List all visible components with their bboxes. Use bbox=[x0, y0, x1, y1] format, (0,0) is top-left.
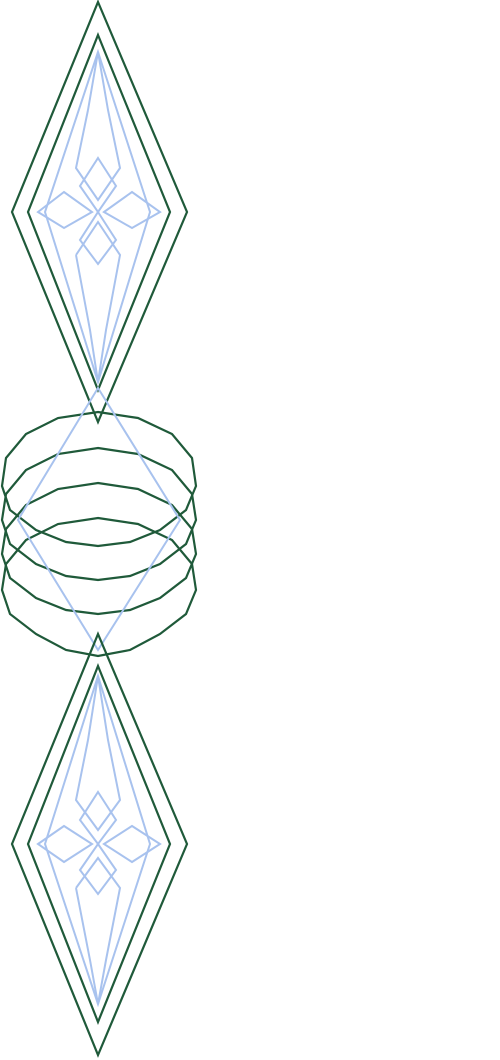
bottom-outer-diamond bbox=[10, 631, 189, 1058]
middle-blue-diamond bbox=[16, 386, 182, 652]
ring-2 bbox=[0, 446, 198, 582]
top-blue-center-diamond-upper bbox=[78, 156, 118, 214]
top-blue-right-diamond bbox=[102, 190, 162, 230]
bottom-blue-center-diamond-lower bbox=[78, 842, 118, 896]
top-blue-left-diamond bbox=[36, 190, 94, 230]
bottom-blue-right-diamond bbox=[102, 824, 162, 864]
bottom-blue-spike-lower bbox=[75, 856, 122, 1005]
bottom-inner-diamond bbox=[26, 663, 172, 1025]
middle-ring-stack bbox=[0, 386, 198, 658]
top-inner-diamond bbox=[26, 32, 172, 393]
top-blue-center-diamond-lower bbox=[78, 210, 118, 266]
top-blue-spike-lower bbox=[75, 220, 122, 383]
top-blue-spike-upper bbox=[74, 51, 122, 202]
bottom-blue-spike-upper bbox=[74, 675, 122, 832]
bottom-blue-left-diamond bbox=[36, 824, 94, 864]
top-diamond-ornament bbox=[10, 0, 189, 425]
top-outer-diamond bbox=[10, 0, 189, 425]
bottom-blue-center-diamond-upper bbox=[78, 790, 118, 846]
ring-1 bbox=[0, 410, 198, 548]
ring-3 bbox=[0, 481, 198, 616]
bottom-diamond-ornament bbox=[10, 631, 189, 1058]
ring-4 bbox=[0, 516, 198, 658]
